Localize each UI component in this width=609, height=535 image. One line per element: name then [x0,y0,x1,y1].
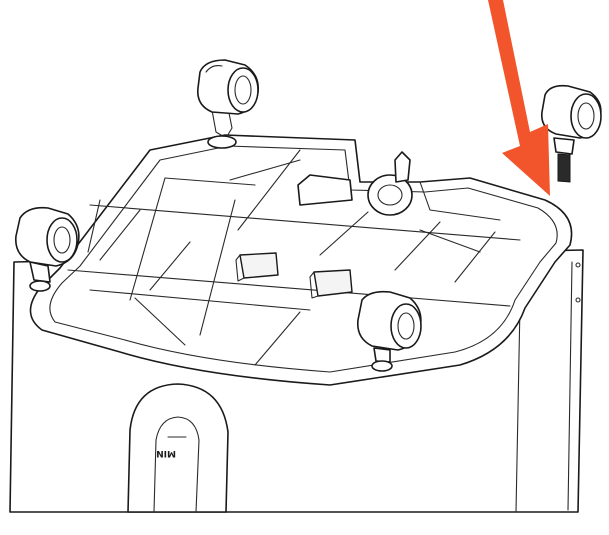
caster-top-left [196,59,260,149]
pointer-arrow [488,0,550,196]
arrow-shape [488,0,550,196]
caster-front-center [356,290,422,372]
tray-blocks [235,252,353,299]
caster-top-right [540,84,602,183]
caster-left [14,206,80,292]
center-housing [297,151,501,221]
min-marker-label: MIN [156,448,176,458]
water-level-window: MIN [127,383,229,513]
base-tray [29,134,573,386]
tray-ribs [67,149,521,366]
